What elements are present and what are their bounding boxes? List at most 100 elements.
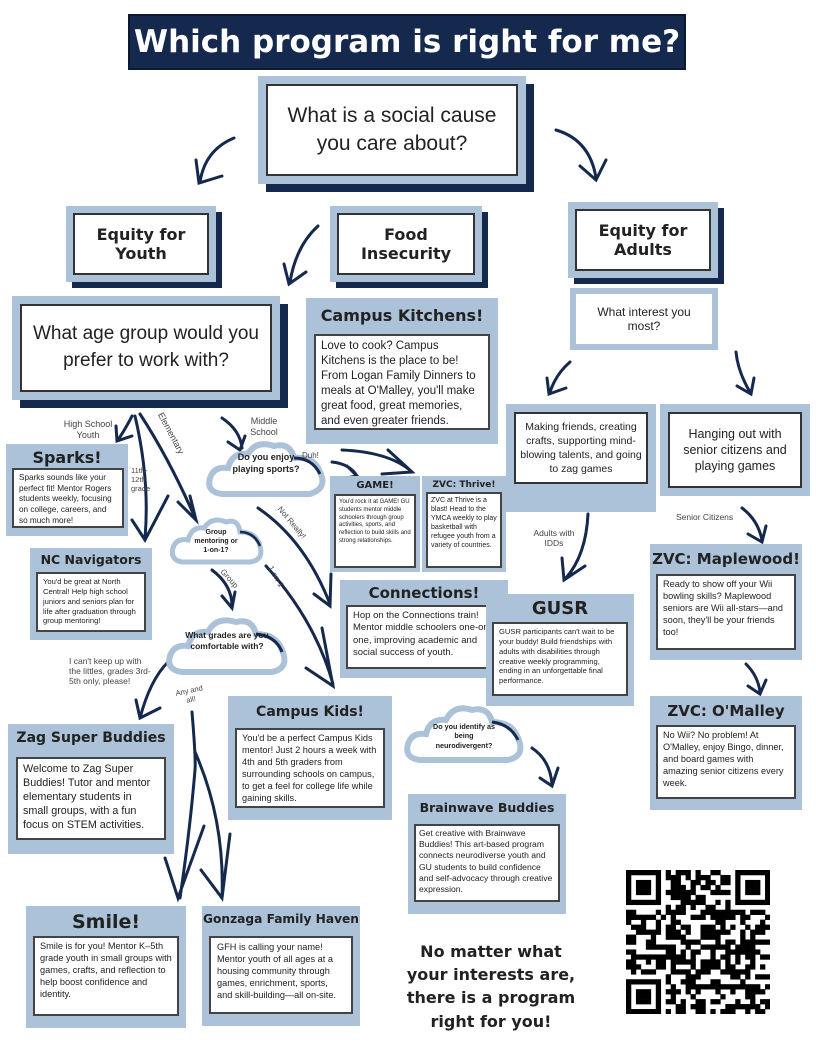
program-game[interactable]: GAME! You'd rock it at GAME! GU students… <box>330 476 420 572</box>
cloud-icon <box>206 441 326 497</box>
qr-module <box>670 999 676 1005</box>
qr-module <box>630 939 637 945</box>
qr-module <box>645 899 652 906</box>
qr-module <box>745 949 751 955</box>
interest-senior-citizens[interactable]: Hanging out with senior citizens and pla… <box>660 404 810 496</box>
qr-module <box>750 929 756 935</box>
qr-module <box>655 954 662 960</box>
qr-module <box>760 929 766 935</box>
qr-module <box>630 909 637 915</box>
interest-making-friends[interactable]: Making friends, creating crafts, support… <box>506 404 656 512</box>
qr-module <box>750 909 756 915</box>
qr-module <box>700 944 706 950</box>
qr-module <box>735 984 741 990</box>
program-sparks[interactable]: Sparks! Sparks sounds like your perfect … <box>6 444 128 536</box>
program-brainwave-buddies[interactable]: Brainwave Buddies Get creative with Brai… <box>408 794 566 914</box>
edge-label: Not Really! <box>275 504 308 541</box>
question-age-group: What age group would you prefer to work … <box>12 296 280 400</box>
qr-module <box>665 870 671 876</box>
qr-module <box>730 984 736 990</box>
qr-module <box>705 884 711 891</box>
arrow-to-hanging <box>734 350 756 397</box>
edge-label: Group <box>218 567 241 590</box>
qr-module <box>765 984 770 990</box>
qr-module <box>765 884 770 891</box>
qr-module <box>675 1009 681 1014</box>
qr-module <box>745 1004 751 1010</box>
interest-text: Making friends, creating crafts, support… <box>514 412 648 484</box>
qr-module <box>685 959 691 965</box>
qr-module <box>690 899 696 906</box>
qr-module <box>640 919 647 925</box>
qr-module <box>626 949 632 955</box>
qr-module <box>630 870 637 876</box>
qr-module <box>630 924 637 930</box>
qr-module <box>635 1009 642 1014</box>
qr-module <box>750 984 756 990</box>
program-smile[interactable]: Smile! Smile is for you! Mentor K–5th gr… <box>26 906 186 1028</box>
qr-module <box>630 954 637 960</box>
qr-module <box>665 924 671 930</box>
program-connections[interactable]: Connections! Hop on the Connections trai… <box>340 580 508 678</box>
qr-module <box>670 984 676 990</box>
qr-module <box>695 999 701 1005</box>
qr-module <box>760 974 766 980</box>
qr-module <box>735 959 741 965</box>
qr-module <box>730 949 736 955</box>
program-description: Smile is for you! Mentor K–5th grade you… <box>33 936 179 1016</box>
program-gonzaga-family-haven[interactable]: Gonzaga Family Haven GFH is calling your… <box>202 906 360 1026</box>
qr-module <box>765 999 770 1005</box>
edge-label: High School Youth <box>63 419 113 440</box>
program-zag-super-buddies[interactable]: Zag Super Buddies Welcome to Zag Super B… <box>8 724 174 854</box>
qr-module <box>650 899 657 906</box>
qr-module <box>705 984 711 990</box>
qr-module <box>670 919 676 925</box>
qr-module <box>655 874 662 881</box>
qr-module <box>635 954 642 960</box>
qr-module <box>700 914 706 920</box>
qr-module <box>710 870 716 876</box>
qr-module <box>665 974 671 980</box>
qr-module <box>635 889 642 896</box>
program-nc-navigators[interactable]: NC Navigators You'd be great at North Ce… <box>30 548 152 640</box>
qr-module <box>690 879 696 886</box>
program-gusr[interactable]: GUSR GUSR participants can't wait to be … <box>486 594 634 706</box>
qr-module <box>725 874 731 881</box>
qr-module <box>720 924 726 930</box>
qr-module <box>720 879 726 886</box>
qr-module <box>710 904 716 911</box>
qr-module <box>640 924 647 930</box>
program-campus-kitchens[interactable]: Campus Kitchens! Love to cook? Campus Ki… <box>306 298 498 444</box>
qr-module <box>650 929 657 935</box>
program-campus-kids[interactable]: Campus Kids! You'd be a perfect Campus K… <box>228 696 392 820</box>
qr-module <box>675 879 681 886</box>
qr-module <box>710 984 716 990</box>
qr-module <box>645 884 652 891</box>
qr-module <box>640 954 647 960</box>
qr-module <box>665 904 671 911</box>
program-zvc-omalley[interactable]: ZVC: O'Malley No Wii? No problem! At O'M… <box>650 696 802 810</box>
program-description: You'd be a perfect Campus Kids mentor! J… <box>235 728 385 808</box>
qr-module <box>705 874 711 881</box>
qr-module <box>645 914 652 920</box>
qr-module <box>725 904 731 911</box>
qr-code[interactable] <box>626 870 770 1014</box>
qr-module <box>670 879 676 886</box>
qr-module <box>685 979 691 985</box>
cause-equity-youth[interactable]: Equity for Youth <box>66 206 216 282</box>
program-description: ZVC at Thrive is a blast! Head to the YM… <box>426 492 502 568</box>
qr-module <box>685 899 691 906</box>
qr-module <box>735 954 741 960</box>
qr-module <box>735 870 741 876</box>
qr-module <box>765 899 770 906</box>
qr-module <box>655 879 662 886</box>
cause-food-insecurity[interactable]: Food Insecurity <box>330 206 482 282</box>
cause-equity-adults[interactable]: Equity for Adults <box>568 202 718 278</box>
qr-module <box>655 919 662 925</box>
qr-module <box>760 939 766 945</box>
qr-module <box>630 1009 637 1014</box>
program-zvc-thrive[interactable]: ZVC: Thrive! ZVC at Thrive is a blast! H… <box>422 476 506 572</box>
qr-module <box>645 929 652 935</box>
qr-module <box>635 899 642 906</box>
program-zvc-maplewood[interactable]: ZVC: Maplewood! Ready to show off your W… <box>650 544 802 660</box>
